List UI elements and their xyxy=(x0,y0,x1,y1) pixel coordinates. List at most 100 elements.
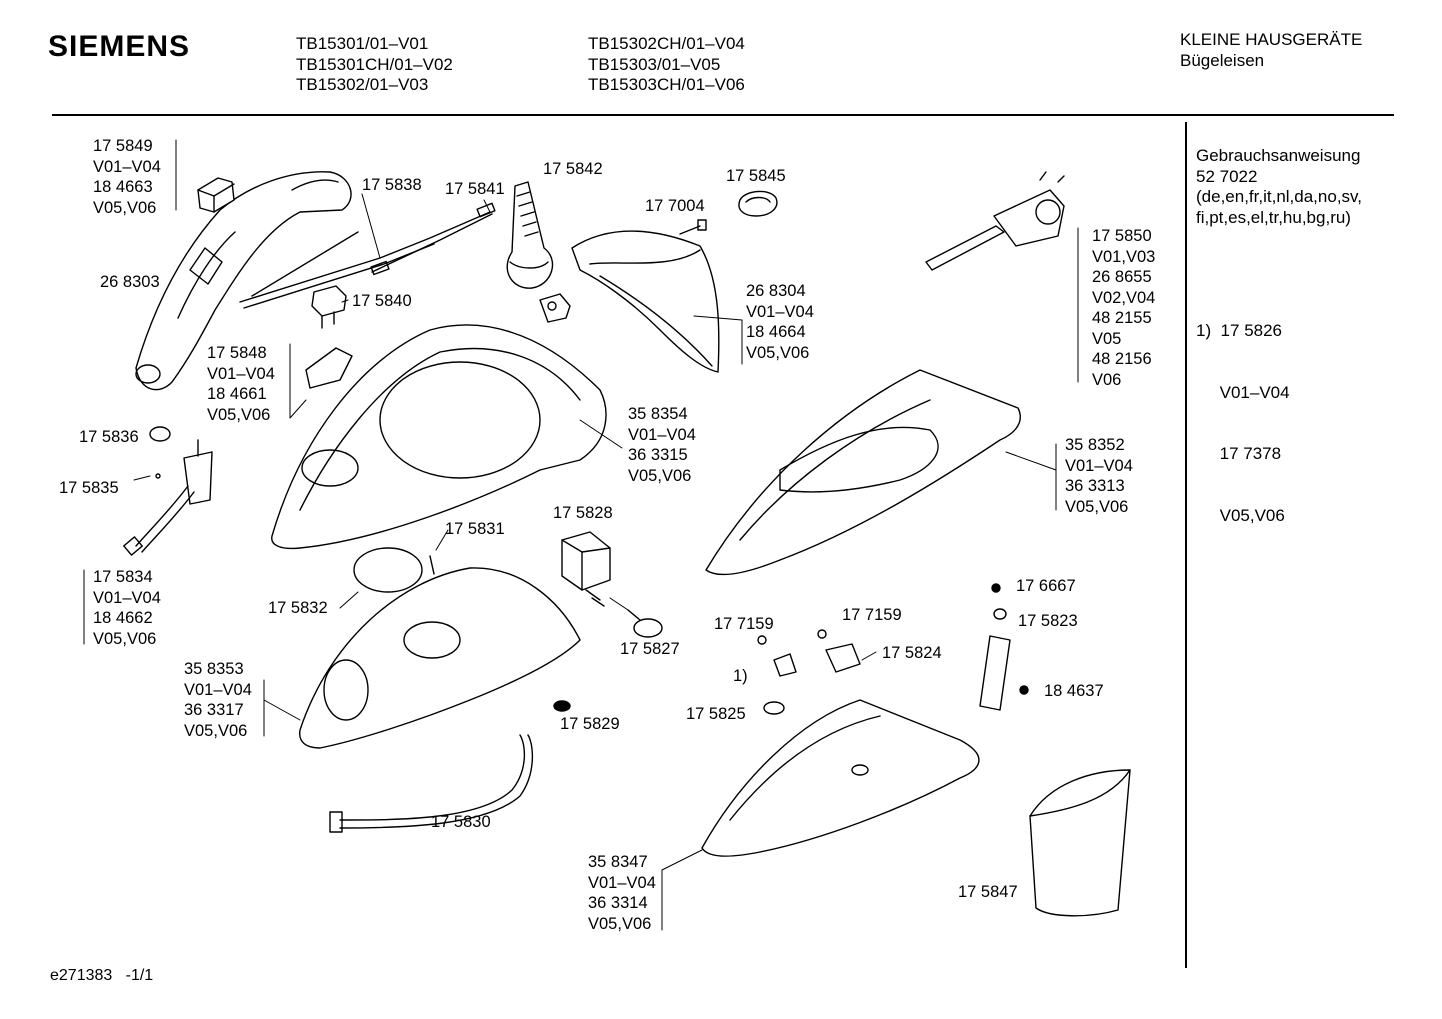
label-line: 26 8655 xyxy=(1092,268,1152,286)
label-line: 17 5842 xyxy=(543,160,603,178)
footnote-line: V01–V04 xyxy=(1196,382,1290,402)
model-number: TB15303/01–V05 xyxy=(588,54,721,74)
part-label-175836: 17 5836 xyxy=(79,427,139,448)
label-line: 17 5847 xyxy=(958,883,1018,901)
pin-part xyxy=(429,555,435,575)
part-label-358352: 35 8352 V01–V04 36 3313 V05,V06 xyxy=(1065,435,1133,517)
label-line: V01–V04 xyxy=(628,425,696,444)
label-line: V01–V04 xyxy=(746,302,814,321)
part-label-175830: 17 5830 xyxy=(431,812,491,833)
label-line: V06 xyxy=(1092,370,1122,389)
screw-part xyxy=(679,219,707,235)
part-label-176667: 17 6667 xyxy=(1016,576,1076,597)
part-label-175835: 17 5835 xyxy=(59,478,119,499)
manual-line: Gebrauchsanweisung xyxy=(1196,146,1361,165)
label-line: 17 5830 xyxy=(431,813,491,831)
drawing-code: e271383 -1/1 xyxy=(50,967,154,984)
label-line: 36 3315 xyxy=(628,446,688,464)
clip-part xyxy=(305,347,353,389)
part-label-268304: 26 8304 V01–V04 18 4664 V05,V06 xyxy=(746,281,814,363)
label-line: 36 3313 xyxy=(1065,477,1125,495)
label-line: V05,V06 xyxy=(184,721,248,740)
label-line: V01–V04 xyxy=(93,157,161,176)
model-number: TB15302/01–V03 xyxy=(296,75,429,94)
switch-part xyxy=(311,285,347,329)
label-line: 17 5827 xyxy=(620,640,680,658)
part-label-175824: 17 5824 xyxy=(882,643,942,664)
label-line: V05 xyxy=(1092,329,1122,348)
part-label-175825: 17 5825 xyxy=(686,704,746,725)
model-number: TB15303CH/01–V06 xyxy=(588,75,745,94)
button-part xyxy=(738,190,778,217)
model-number: TB15301/01–V01 xyxy=(296,34,429,53)
model-list-1: TB15301/01–V01 TB15301CH/01–V02 TB15302/… xyxy=(296,34,453,96)
part-label-175850: 17 5850 V01,V03 26 8655 V02,V04 48 2155 … xyxy=(1092,226,1155,390)
part-label-358354: 35 8354 V01–V04 36 3315 V05,V06 xyxy=(628,404,696,486)
label-line: 17 5849 xyxy=(93,137,153,155)
label-line: 18 4662 xyxy=(93,609,153,627)
part-label-175849: 17 5849 V01–V04 18 4663 V05,V06 xyxy=(93,136,161,218)
label-line: 17 5834 xyxy=(93,568,153,586)
label-line: V01,V03 xyxy=(1092,247,1156,266)
grommet-part xyxy=(627,609,663,638)
header-rule xyxy=(52,114,1394,116)
label-line: 17 6667 xyxy=(1016,577,1076,595)
footnote-marker: 1) xyxy=(733,666,748,687)
label-line: 17 7159 xyxy=(714,615,774,633)
label-line: 17 5841 xyxy=(445,180,505,198)
seal-part xyxy=(553,700,571,712)
part-label-184637: 18 4637 xyxy=(1044,681,1104,702)
part-label-175847: 17 5847 xyxy=(958,882,1018,903)
footnote-line: 17 7378 xyxy=(1196,444,1282,463)
label-line: V05,V06 xyxy=(746,343,810,362)
label-line: 17 5836 xyxy=(79,428,139,446)
heater-part xyxy=(979,583,1029,711)
label-line: 36 3314 xyxy=(588,894,648,912)
part-label-175827: 17 5827 xyxy=(620,639,680,660)
label-line: 17 5824 xyxy=(882,644,942,662)
label-line: 17 5825 xyxy=(686,705,746,723)
model-number: TB15301CH/01–V02 xyxy=(296,54,453,74)
label-line: 17 7004 xyxy=(645,197,705,215)
label-line: 17 5840 xyxy=(352,292,412,310)
part-label-175834: 17 5834 V01–V04 18 4662 V05,V06 xyxy=(93,567,161,649)
membrane-part xyxy=(353,547,423,593)
sole-plate xyxy=(701,699,980,857)
part-label-268303: 26 8303 xyxy=(100,272,160,293)
pump-part xyxy=(561,531,611,607)
footnote-line: 1) 17 5826 xyxy=(1196,321,1283,340)
part-label-177004: 17 7004 xyxy=(645,196,705,217)
part-label-175848: 17 5848 V01–V04 18 4661 V05,V06 xyxy=(207,343,275,425)
label-line: 26 8303 xyxy=(100,273,160,291)
wire-harness xyxy=(239,202,496,309)
brand-logo: SIEMENS xyxy=(48,30,191,63)
part-label-175828: 17 5828 xyxy=(553,503,613,524)
label-line: 17 5823 xyxy=(1018,612,1078,630)
label-line: V02,V04 xyxy=(1092,288,1156,307)
part-label-175823: 17 5823 xyxy=(1018,611,1078,632)
part-label-175829: 17 5829 xyxy=(560,714,620,735)
part-label-177159-b: 17 7159 xyxy=(842,605,902,626)
part-label-177159-a: 17 7159 xyxy=(714,614,774,635)
cover-part xyxy=(571,230,720,373)
part-label-175832: 17 5832 xyxy=(268,598,328,619)
part-label-358353: 35 8353 V01–V04 36 3317 V05,V06 xyxy=(184,659,252,741)
label-line: V01–V04 xyxy=(588,873,656,892)
valve-assembly xyxy=(123,426,213,556)
label-line: 18 4637 xyxy=(1044,682,1104,700)
sidebar-divider xyxy=(1185,122,1187,968)
label-line: V05,V06 xyxy=(93,198,157,217)
part-label-175838: 17 5838 xyxy=(362,175,422,196)
cap-part xyxy=(197,177,235,213)
label-line: 18 4661 xyxy=(207,385,267,403)
manual-line: 52 7022 xyxy=(1196,166,1258,186)
label-line: 35 8353 xyxy=(184,660,244,678)
handle-part xyxy=(135,171,352,391)
spray-nozzle-part xyxy=(506,181,554,289)
part-label-175845: 17 5845 xyxy=(726,166,786,187)
label-line: 17 5835 xyxy=(59,479,119,497)
label-line: V01–V04 xyxy=(207,364,275,383)
label-line: 17 5838 xyxy=(362,176,422,194)
label-line: 36 3317 xyxy=(184,701,244,719)
label-line: V05,V06 xyxy=(207,405,271,424)
